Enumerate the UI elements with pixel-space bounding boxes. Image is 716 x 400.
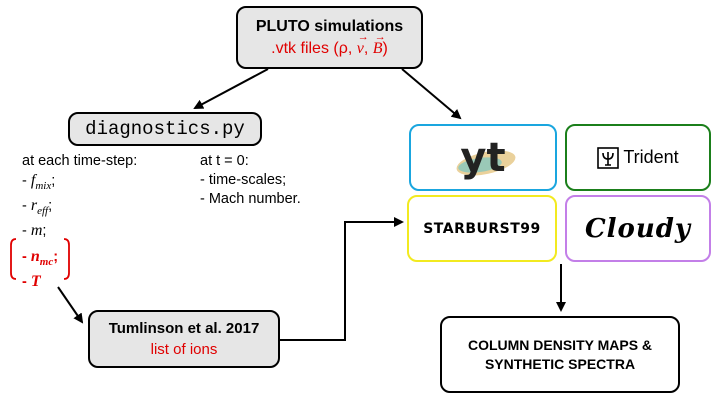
item-suffix: ; [53, 248, 59, 265]
output-line-1: COLUMN DENSITY MAPS & [467, 336, 653, 353]
arrow-diagnostics-to-tumlinson [57, 286, 84, 324]
subtitle-suffix: ) [382, 39, 388, 57]
pluto-title: PLUTO simulations [255, 17, 404, 35]
rho-symbol: ρ [338, 39, 348, 57]
quantity-item: - T [22, 272, 137, 297]
arrow-tumlinson-to-starburst [280, 217, 404, 341]
time-step-items: - fmix;- reff;- m; [22, 171, 137, 247]
diagnostics-box: diagnostics.py [68, 112, 262, 146]
tumlinson-subtitle: list of ions [150, 341, 218, 358]
quantity-symbol: reff [30, 197, 49, 218]
magnetic-symbol: B [372, 39, 383, 57]
output-line-2: SYNTHETIC SPECTRA [484, 355, 636, 372]
symbol-main: n [30, 247, 40, 265]
cloudy-box: Cloudy [565, 195, 711, 262]
symbol-main: m [30, 222, 43, 240]
yt-text: yt [460, 135, 505, 181]
vector-arrow-icon: → [357, 30, 369, 43]
time-step-list: at each time-step: - fmix;- reff;- m; - … [22, 152, 137, 297]
item-prefix: - [22, 223, 31, 240]
quantity-item: - fmix; [22, 171, 137, 196]
magnetic-vector: B→ [372, 31, 386, 58]
symbol-main: r [30, 197, 38, 215]
trident-box: Trident [565, 124, 711, 191]
starburst99-box: STARBURST99 [407, 195, 557, 262]
pluto-simulations-box: PLUTO simulations .vtk files (ρ, v→, B→) [236, 6, 423, 69]
tumlinson-box: Tumlinson et al. 2017 list of ions [88, 310, 280, 368]
t0-item: - time-scales; [200, 172, 287, 188]
quantity-item: - m; [22, 221, 137, 246]
tumlinson-title: Tumlinson et al. 2017 [108, 320, 260, 337]
time-step-heading: at each time-step: [22, 153, 138, 169]
symbol-main: T [30, 272, 41, 290]
quantity-symbol: nmc [30, 247, 54, 268]
initial-time-list: at t = 0: - time-scales; - Mach number. [200, 152, 301, 209]
velocity-vector: v→ [356, 31, 369, 58]
time-step-red-items: - nmc;- T [22, 247, 137, 297]
quantity-symbol: T [31, 273, 41, 290]
quantity-symbol: m [31, 222, 43, 239]
arrow-pluto-to-tools [401, 68, 462, 120]
item-suffix: ; [42, 223, 47, 240]
velocity-symbol: v [356, 39, 364, 57]
symbol-subscript: eff [37, 205, 49, 218]
trident-label: Trident [623, 147, 679, 167]
trident-icon [597, 146, 620, 169]
red-bracket [10, 238, 70, 280]
symbol-main: f [30, 172, 36, 189]
quantity-symbol: fmix [30, 172, 52, 193]
yt-box: yt [409, 124, 557, 191]
arrow-pluto-to-diagnostics [193, 68, 269, 109]
symbol-subscript: mix [35, 180, 52, 193]
item-prefix: - [22, 198, 31, 215]
symbol-subscript: mc [39, 255, 54, 268]
trident-logo: Trident [597, 146, 679, 169]
t0-item: - Mach number. [200, 191, 301, 207]
item-prefix: - [22, 273, 31, 290]
subtitle-prefix: .vtk files ( [271, 39, 339, 57]
output-box: COLUMN DENSITY MAPS & SYNTHETIC SPECTRA [440, 316, 680, 393]
diagnostics-label: diagnostics.py [85, 118, 245, 140]
quantity-item: - nmc; [22, 247, 137, 272]
item-suffix: ; [51, 173, 56, 189]
cloudy-label: Cloudy [584, 213, 692, 244]
pluto-subtitle: .vtk files (ρ, v→, B→) [271, 30, 388, 58]
item-prefix: - [22, 248, 31, 265]
item-prefix: - [22, 173, 31, 189]
yt-logo: yt [456, 135, 516, 181]
starburst99-label: STARBURST99 [423, 220, 541, 237]
item-suffix: ; [48, 198, 53, 215]
vector-arrow-icon: → [374, 30, 386, 43]
t0-heading: at t = 0: [200, 153, 249, 169]
quantity-item: - reff; [22, 196, 137, 221]
